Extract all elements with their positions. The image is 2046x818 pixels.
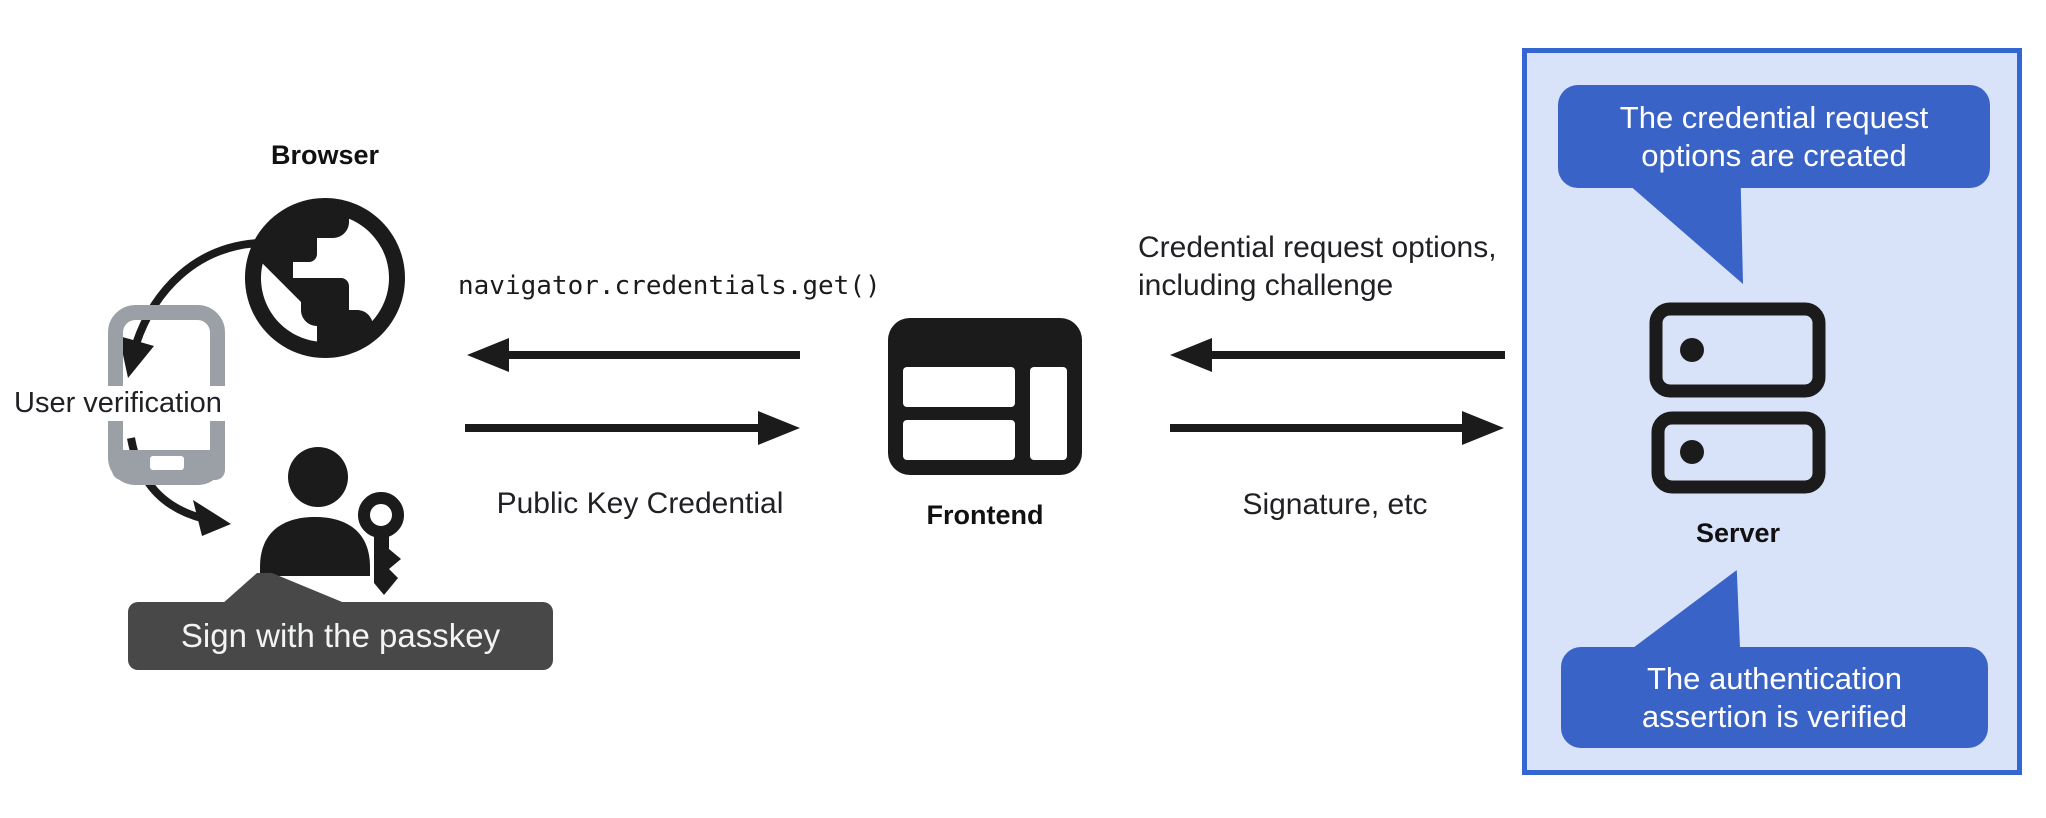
- passkey-tooltip: Sign with the passkey: [128, 602, 553, 670]
- server-callout-bottom: The authentication assertion is verified: [1561, 647, 1988, 748]
- arrow-browser-to-phone: [119, 239, 259, 378]
- arrow-frontend-to-server: [1170, 411, 1504, 445]
- server-callout-top-text: The credential request options are creat…: [1619, 99, 1929, 173]
- server-panel: The credential request options are creat…: [1522, 48, 2022, 775]
- arrow-frontend-to-browser: [467, 338, 800, 372]
- server-callout-top: The credential request options are creat…: [1558, 85, 1990, 188]
- key-icon: [358, 492, 404, 595]
- browser-label: Browser: [270, 140, 380, 170]
- person-icon: [260, 447, 370, 576]
- credential-request-options-label: Credential request options, including ch…: [1138, 231, 1497, 302]
- arrow-server-to-frontend: [1170, 338, 1505, 372]
- frontend-label: Frontend: [926, 500, 1044, 530]
- signature-label: Signature, etc: [1242, 488, 1428, 521]
- user-verification-label: User verification: [10, 386, 226, 421]
- public-key-credential-label: Public Key Credential: [496, 487, 784, 520]
- server-callout-bottom-text: The authentication assertion is verified: [1641, 660, 1908, 734]
- globe-icon: [245, 198, 405, 358]
- server-label: Server: [1695, 518, 1781, 548]
- api-call-label: navigator.credentials.get(): [458, 271, 881, 301]
- passkey-tooltip-text: Sign with the passkey: [180, 617, 501, 654]
- browser-window-icon: [888, 318, 1082, 475]
- arrow-browser-to-frontend: [465, 411, 800, 445]
- server-stack-icon: [1649, 302, 1826, 494]
